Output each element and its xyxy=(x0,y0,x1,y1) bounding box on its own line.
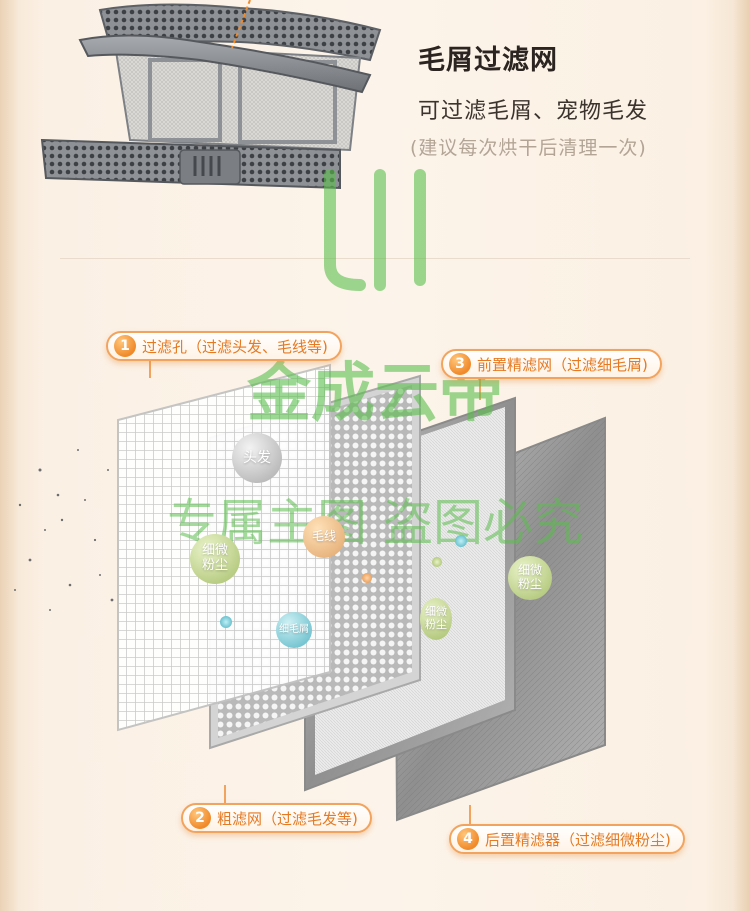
product-subtitle: 可过滤毛屑、宠物毛发 xyxy=(418,99,649,124)
particle-fine-lint-label: 细毛屑 xyxy=(279,624,309,636)
particle-fine-lint: 细毛屑 xyxy=(276,612,312,648)
layer-number-4: 4 xyxy=(457,828,479,850)
layer-number-3: 3 xyxy=(449,353,471,375)
product-title: 毛屑过滤网 xyxy=(418,45,558,76)
filter-layers-illustration xyxy=(14,361,606,824)
section-divider xyxy=(60,258,690,259)
particle-fine-dust-2-label: 细微粉尘 xyxy=(425,605,447,631)
layer-label-1: 1 过滤孔（过滤头发、毛线等) xyxy=(106,331,342,361)
layer-label-2: 2 粗滤网（过滤毛发等) xyxy=(181,803,372,833)
right-border xyxy=(732,0,750,911)
particle-hair-label: 头发 xyxy=(243,449,271,466)
layer-text-3: 前置精滤网（过滤细毛屑) xyxy=(477,355,648,374)
airflow-particles xyxy=(14,449,114,611)
layer-number-1: 1 xyxy=(114,335,136,357)
layer-label-3: 3 前置精滤网（过滤细毛屑) xyxy=(441,349,662,379)
layer-number-2: 2 xyxy=(189,807,211,829)
particle-fine-dust-3-label: 细微粉尘 xyxy=(517,563,542,591)
particle-hair: 头发 xyxy=(232,433,282,483)
particle-fine-dust-1-label: 细微粉尘 xyxy=(201,543,228,573)
left-border xyxy=(0,0,18,911)
particle-yarn: 毛线 xyxy=(303,516,345,558)
particle-fine-dust-2: 细微粉尘 xyxy=(420,598,452,640)
particle-small-blue-2 xyxy=(455,535,467,547)
particle-fine-dust-3: 细微粉尘 xyxy=(508,556,552,600)
particle-yarn-label: 毛线 xyxy=(311,529,336,544)
layer-text-2: 粗滤网（过滤毛发等) xyxy=(217,809,358,828)
layer-text-1: 过滤孔（过滤头发、毛线等) xyxy=(142,337,328,356)
particle-small-green xyxy=(432,557,442,567)
layer-label-4: 4 后置精滤器（过滤细微粉尘) xyxy=(449,824,685,854)
layer-text-4: 后置精滤器（过滤细微粉尘) xyxy=(485,830,671,849)
lint-filter-product-image xyxy=(40,0,382,190)
particle-fine-dust-1: 细微粉尘 xyxy=(190,534,240,584)
particle-small-orange xyxy=(362,573,372,583)
cleaning-note: (建议每次烘干后清理一次) xyxy=(410,137,647,159)
particle-small-blue-1 xyxy=(220,616,232,628)
